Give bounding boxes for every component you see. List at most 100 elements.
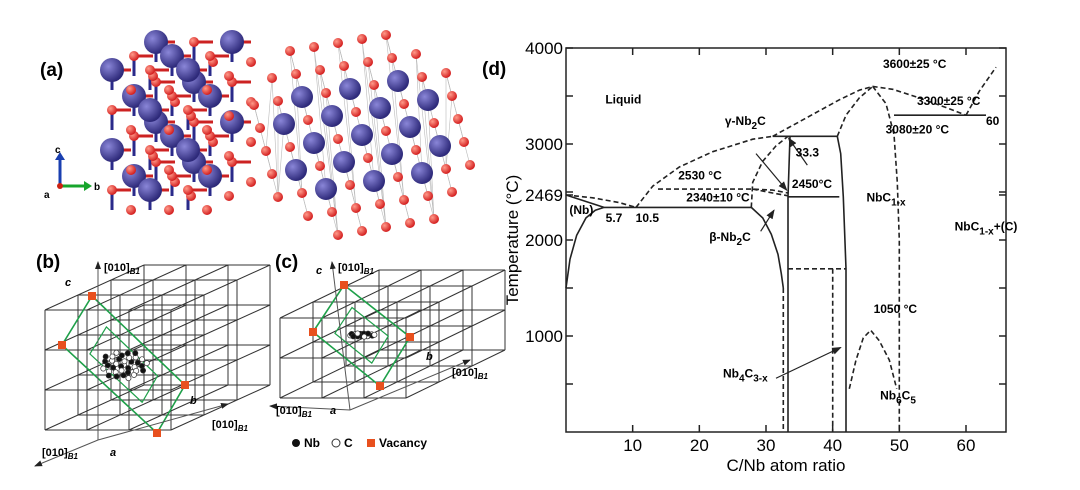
phase-annotation: 2450°C	[792, 177, 832, 191]
c-atom	[405, 218, 415, 228]
c-atom	[246, 137, 256, 147]
phase-annotation: 2530 °C	[678, 169, 722, 183]
c-axis-b: b	[426, 351, 433, 363]
c-atom	[183, 105, 193, 115]
c-atom	[357, 226, 367, 236]
nb-atom	[176, 138, 200, 162]
nb-atom	[102, 358, 109, 365]
phase-annotation: 60	[986, 114, 1000, 128]
vacancy-marker	[153, 429, 161, 437]
c-atom	[107, 185, 117, 195]
phase-annotation: 2340±10 °C	[686, 191, 750, 205]
nb-atom	[291, 86, 313, 108]
phase-annotation: 5.7	[606, 211, 623, 225]
c-atom	[327, 207, 337, 217]
axis-triad: c a b	[44, 145, 100, 201]
axis-b-label: b	[94, 182, 100, 193]
nb-atom	[138, 178, 162, 202]
c-atom	[224, 151, 234, 161]
phase-boundary-2530-lower	[752, 188, 789, 197]
c-atom	[261, 146, 271, 156]
c-atom	[399, 195, 409, 205]
c-atom	[145, 145, 155, 155]
vacancy-marker	[340, 281, 348, 289]
c-atom	[202, 165, 212, 175]
c-atom	[351, 107, 361, 117]
nb-atom	[140, 367, 146, 374]
c-atom	[126, 205, 136, 215]
c-atom	[447, 91, 457, 101]
c-atom	[459, 137, 469, 147]
c-dir-top: [010]B1	[338, 262, 374, 276]
c-atom	[453, 114, 463, 124]
legend-nb: Nb	[304, 436, 320, 450]
vacancy-marker	[309, 328, 317, 336]
c-atom	[363, 57, 373, 67]
nb-atom	[110, 364, 117, 371]
c-atom	[202, 205, 212, 215]
x-tick-label: 50	[890, 436, 909, 455]
crystal-structure-nbc	[249, 30, 475, 240]
b-dir-top: [010]B1	[104, 262, 140, 276]
c-atom	[351, 203, 361, 213]
c-atom	[333, 230, 343, 240]
phase-annotation: Nb4C3-x	[723, 366, 768, 384]
panel-c-label: (c)	[275, 252, 298, 273]
vacancy-marker	[406, 333, 414, 341]
c-atom	[145, 65, 155, 75]
phase-boundary-nbc-c-boundary	[872, 85, 901, 432]
nb-atom	[160, 44, 184, 68]
nb-atom	[138, 98, 162, 122]
b-dir-right: [010]B1	[212, 419, 248, 433]
legend-c: C	[344, 436, 353, 450]
nb-atom	[104, 362, 111, 369]
phase-boundary-liquidus-c-side	[965, 66, 997, 116]
c-atom	[297, 188, 307, 198]
phase-annotation: 33.3	[796, 145, 820, 159]
c-atom	[224, 71, 234, 81]
c-atom	[303, 211, 313, 221]
c-atom	[441, 68, 451, 78]
nb-atom	[120, 372, 127, 379]
phase-boundary-nbc-solidus-upper	[836, 85, 874, 137]
c-atom	[411, 49, 421, 59]
nb-atom	[118, 352, 125, 359]
vacancy-marker	[58, 341, 66, 349]
c-atom	[202, 85, 212, 95]
annotation-arrow	[755, 153, 788, 191]
c-atom	[417, 72, 427, 82]
c-atom	[126, 85, 136, 95]
y-tick-label: 1000	[525, 327, 563, 346]
annotation-arrow	[760, 209, 775, 232]
c-atom	[465, 160, 475, 170]
c-atom	[381, 30, 391, 40]
y-tick-label: 4000	[525, 39, 563, 58]
nb-atom	[303, 132, 325, 154]
nb-atom	[132, 350, 139, 357]
b-axis-b: b	[190, 395, 197, 407]
phase-annotation: 1050 °C	[874, 302, 918, 316]
lattice-c	[269, 261, 506, 411]
vacancy-marker	[376, 382, 384, 390]
nb-atom	[321, 105, 343, 127]
nb-atom	[315, 178, 337, 200]
phase-boundary-nb6c5-dome	[848, 329, 898, 389]
c-atom	[339, 61, 349, 71]
nb-atom	[387, 70, 409, 92]
c-atom	[267, 73, 277, 83]
c-atom	[354, 330, 361, 337]
nb-atom	[369, 97, 391, 119]
annotation-arrow	[775, 346, 842, 379]
c-atom	[267, 169, 277, 179]
c-atom	[357, 34, 367, 44]
nb-atom	[411, 162, 433, 184]
c-atom	[291, 69, 301, 79]
c-atom	[345, 180, 355, 190]
vacancy-legend-marker	[367, 439, 375, 447]
c-atom	[273, 192, 283, 202]
c-axis-c: c	[316, 265, 322, 277]
phase-annotation: γ-Nb2C	[725, 114, 766, 132]
c-atom	[429, 214, 439, 224]
c-atom	[246, 57, 256, 67]
